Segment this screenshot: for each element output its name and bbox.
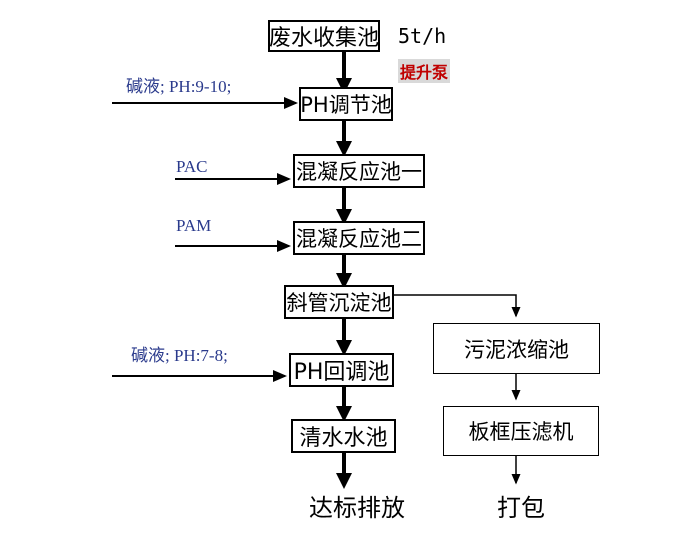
dosing-pam-label: PAM bbox=[176, 216, 212, 235]
dosing-pac-label: PAC bbox=[176, 157, 208, 176]
node-ph-adjust-label: PH调节池 bbox=[300, 93, 392, 117]
node-settler: 斜管沉淀池 bbox=[284, 285, 394, 319]
node-clear-water-tank: 清水水池 bbox=[291, 419, 396, 453]
node-coag1-label: 混凝反应池一 bbox=[296, 160, 422, 184]
node-coag2-label: 混凝反应池二 bbox=[296, 227, 422, 251]
dosing-alkali-7-8-label: 碱液; PH:7-8; bbox=[131, 346, 228, 365]
pump-label: 提升泵 bbox=[398, 59, 451, 83]
node-sludge-thickener: 污泥浓缩池 bbox=[433, 323, 600, 374]
node-coagulation-1: 混凝反应池一 bbox=[293, 154, 425, 188]
node-ph-readjust-label: PH回调池 bbox=[293, 360, 390, 385]
node-sludge-label: 污泥浓缩池 bbox=[464, 337, 569, 362]
node-ph-readjust-tank: PH回调池 bbox=[289, 353, 394, 387]
node-ph-adjust-tank: PH调节池 bbox=[299, 87, 393, 121]
arrow-settler-to-sludge bbox=[394, 294, 521, 318]
node-filter-press: 板框压滤机 bbox=[443, 406, 599, 456]
node-coagulation-2: 混凝反应池二 bbox=[293, 221, 425, 255]
node-collection-label: 废水收集池 bbox=[269, 26, 380, 51]
dosing-alkali-9-10-label: 碱液; PH:9-10; bbox=[126, 77, 232, 96]
node-settler-label: 斜管沉淀池 bbox=[286, 291, 392, 315]
node-collection-tank: 废水收集池 bbox=[268, 20, 380, 52]
output-pack: 打包 bbox=[497, 494, 545, 522]
node-filter-press-label: 板框压滤机 bbox=[468, 420, 574, 444]
node-clear-water-label: 清水水池 bbox=[299, 426, 388, 451]
output-discharge: 达标排放 bbox=[309, 494, 405, 522]
flow-rate-label: 5t/h bbox=[398, 24, 447, 48]
